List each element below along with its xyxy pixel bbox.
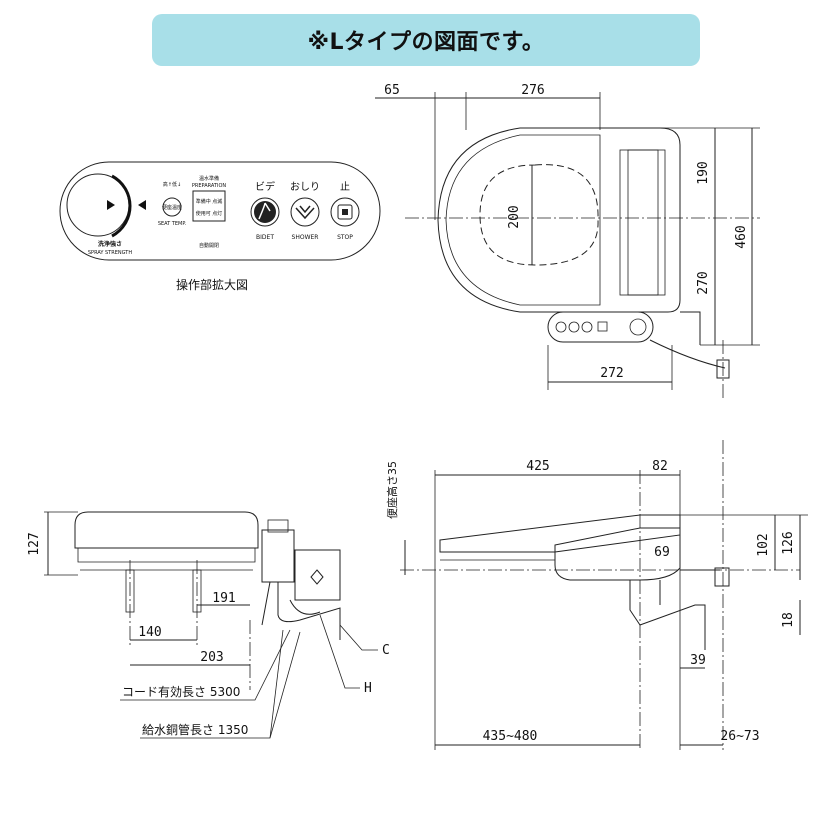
panel-dot-2 <box>568 321 580 333</box>
banner-title: ※Lタイプの図面です。 <box>307 30 545 55</box>
side-dial <box>629 318 647 336</box>
valve-body <box>261 529 295 583</box>
dial-marker-icon <box>138 200 146 210</box>
panel-dot-1 <box>555 321 567 333</box>
seat-outline <box>437 127 681 313</box>
prep-line2: 使用可 点灯 <box>196 210 223 217</box>
control-panel-closeup: 洗浄強さ SPRAY STRENGTH 高↑低↓ 便座温度 SEAT TEMP.… <box>59 161 381 292</box>
dim-65: 65 <box>384 83 400 98</box>
bidet-button <box>250 197 280 227</box>
dim-26-73: 26~73 <box>720 729 759 744</box>
prep-en: PREPARATION <box>192 183 227 189</box>
seat-temp-button <box>162 197 182 217</box>
label-H: H <box>364 681 372 696</box>
side-pipes <box>629 569 720 650</box>
seat-temp-high-low: 高↑低↓ <box>163 181 181 188</box>
dim-200: 200 <box>507 205 522 228</box>
shower-icon <box>295 205 315 220</box>
leader-C <box>339 624 378 651</box>
bidet-label-en: BIDET <box>256 234 274 241</box>
stop-label-jp: 止 <box>340 181 350 193</box>
side-lid <box>439 514 681 553</box>
side-view: 425 82 便座高さ35 102 126 18 69 39 435~480 2… <box>385 440 808 750</box>
valve-cap <box>267 519 289 533</box>
spray-strength-arc <box>111 174 132 238</box>
seat-inner-outline <box>445 134 601 306</box>
shower-button <box>290 197 320 227</box>
panel-caption: 操作部拡大図 <box>176 277 248 292</box>
front-view: 127 191 140 203 C H コード有効長さ 5300 給水銅管長さ … <box>27 511 390 739</box>
dim-35: 便座高さ35 <box>385 461 399 519</box>
leader-pipe-2 <box>269 629 284 739</box>
panel-outline <box>59 161 381 261</box>
leader-cord <box>120 629 291 701</box>
plate-nut-icon <box>310 569 324 585</box>
pipe-length: 給水銅管長さ 1350 <box>142 722 248 737</box>
dim-460: 460 <box>734 225 749 248</box>
dim-69: 69 <box>654 545 670 560</box>
dim-270: 270 <box>696 271 711 294</box>
dim-203: 203 <box>200 650 223 665</box>
side-valve <box>714 567 730 587</box>
valve-fitting <box>716 359 730 379</box>
seat-temp-jp: 便座温度 <box>162 204 182 211</box>
supply-pipe <box>649 311 726 369</box>
dim-276: 276 <box>521 83 544 98</box>
cord-length: コード有効長さ 5300 <box>122 684 240 699</box>
bidet-label-jp: ビデ <box>255 180 275 193</box>
dim-425: 425 <box>526 459 549 474</box>
shower-label-en: SHOWER <box>292 234 319 241</box>
stop-icon <box>337 204 353 220</box>
dim-272: 272 <box>600 366 623 381</box>
side-control-panel <box>547 311 654 343</box>
title-banner: ※Lタイプの図面です。 <box>152 14 700 66</box>
seat-temp-en: SEAT TEMP. <box>158 221 187 227</box>
panel-dot-3 <box>581 321 593 333</box>
dim-191: 191 <box>212 591 235 606</box>
dim-18: 18 <box>781 612 796 628</box>
front-pipes <box>261 581 341 640</box>
top-view: 65 276 200 190 270 460 272 <box>375 83 760 400</box>
dial-pointer-icon <box>107 200 115 210</box>
front-seat-base <box>77 547 256 563</box>
stop-label-en: STOP <box>337 234 353 241</box>
panel-square <box>597 321 608 332</box>
stop-button <box>330 197 360 227</box>
dim-190: 190 <box>696 161 711 184</box>
dim-102: 102 <box>756 533 771 556</box>
dim-39: 39 <box>690 653 706 668</box>
front-seat-lid <box>74 511 259 549</box>
stop-icon-inner <box>342 209 348 215</box>
bidet-spray-icon <box>258 202 271 220</box>
dim-82: 82 <box>652 459 668 474</box>
dim-435-480: 435~480 <box>483 729 538 744</box>
prep-jp: 温水準備 <box>199 175 219 182</box>
dim-127: 127 <box>27 532 42 555</box>
wall-plate <box>294 549 341 601</box>
dim-140: 140 <box>138 625 161 640</box>
leader-H <box>319 614 360 689</box>
prep-line1: 準備中 点滅 <box>196 198 223 205</box>
body-block-inner <box>627 149 659 296</box>
dim-126: 126 <box>781 531 796 554</box>
bowl-opening-dashed <box>479 164 599 266</box>
auto-open-label: 自動開閉 <box>199 242 219 249</box>
spray-label-jp: 洗浄強さ <box>98 240 122 248</box>
spray-label-en: SPRAY STRENGTH <box>88 250 132 256</box>
prep-indicator-box <box>192 190 226 222</box>
label-C: C <box>382 643 390 658</box>
shower-label-jp: おしり <box>290 181 320 193</box>
